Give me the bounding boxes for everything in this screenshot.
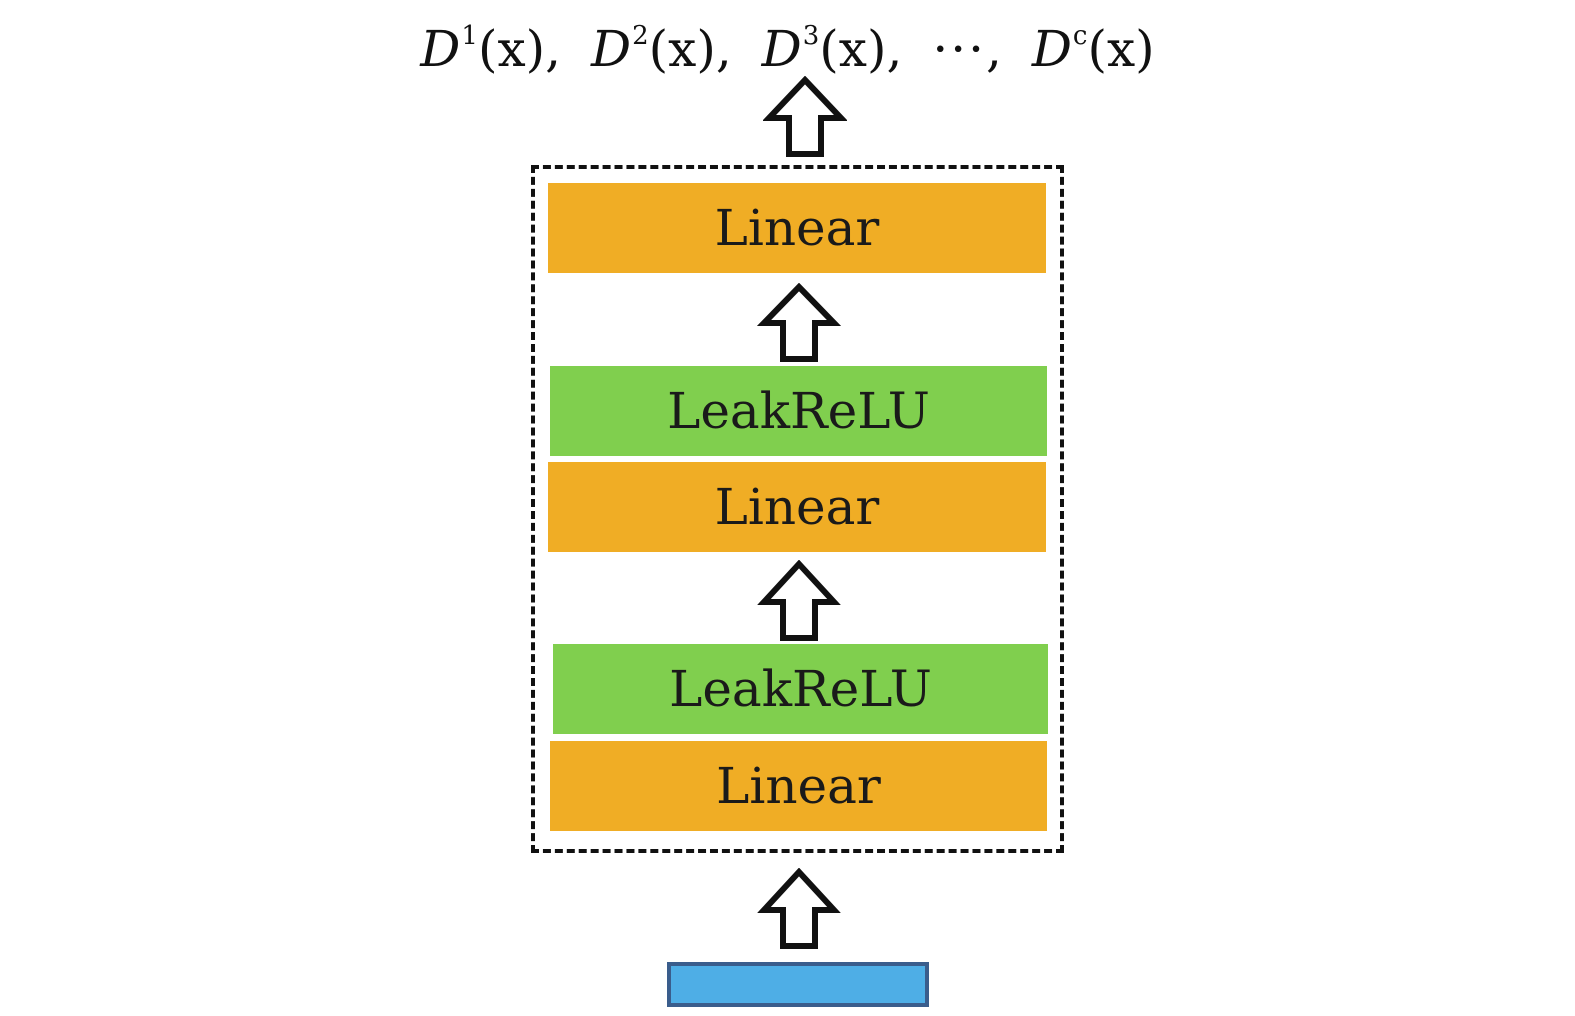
output-ellipsis-dots: ··· — [932, 20, 986, 78]
linear-layer-top-label: Linear — [714, 199, 880, 257]
output-term-1-arg: (x) — [477, 20, 546, 78]
output-term-c: Dc(x) — [1032, 20, 1155, 78]
output-term-2-arg: (x) — [648, 20, 716, 78]
output-term-2-base: D — [590, 20, 632, 78]
output-term-2-sep: , — [715, 20, 732, 78]
output-term-3-base: D — [761, 20, 802, 78]
output-term-1-sup: 1 — [461, 21, 478, 51]
output-ellipsis-sep: , — [986, 20, 1002, 78]
linear-layer-middle: Linear — [548, 462, 1046, 552]
output-term-1-base: D — [420, 20, 461, 78]
output-term-3-sep: , — [886, 20, 903, 78]
output-term-2-sup: 2 — [632, 21, 649, 51]
output-term-c-arg: (x) — [1087, 20, 1155, 78]
leakrelu-layer-upper-label: LeakReLU — [667, 382, 930, 440]
output-term-3-sup: 3 — [802, 21, 820, 51]
output-term-2: D2(x), — [591, 20, 746, 78]
leakrelu-layer-lower: LeakReLU — [553, 644, 1048, 734]
output-ellipsis: ···, — [932, 20, 1016, 78]
leakrelu-layer-lower-label: LeakReLU — [669, 660, 932, 718]
output-term-1: D1(x), — [420, 20, 575, 78]
output-formula: D1(x), D2(x), D3(x), ···, Dc(x) — [0, 14, 1575, 84]
linear-layer-bottom: Linear — [550, 741, 1047, 831]
output-term-1-sep: , — [545, 20, 562, 78]
leakrelu-layer-upper: LeakReLU — [550, 366, 1047, 456]
output-term-c-sup: c — [1072, 21, 1088, 51]
arrow-up-icon-2 — [757, 560, 841, 641]
linear-layer-bottom-label: Linear — [716, 757, 881, 815]
linear-layer-top: Linear — [548, 183, 1046, 273]
input-arrow-icon — [757, 868, 841, 949]
output-term-3: D3(x), — [762, 20, 917, 78]
arrow-up-icon-1 — [757, 283, 841, 362]
output-term-c-base: D — [1031, 20, 1072, 78]
output-term-3-arg: (x) — [819, 20, 887, 78]
input-vector — [667, 962, 929, 1007]
network-module-box — [531, 165, 1064, 853]
output-arrow-icon — [763, 76, 847, 157]
linear-layer-middle-label: Linear — [714, 478, 880, 536]
